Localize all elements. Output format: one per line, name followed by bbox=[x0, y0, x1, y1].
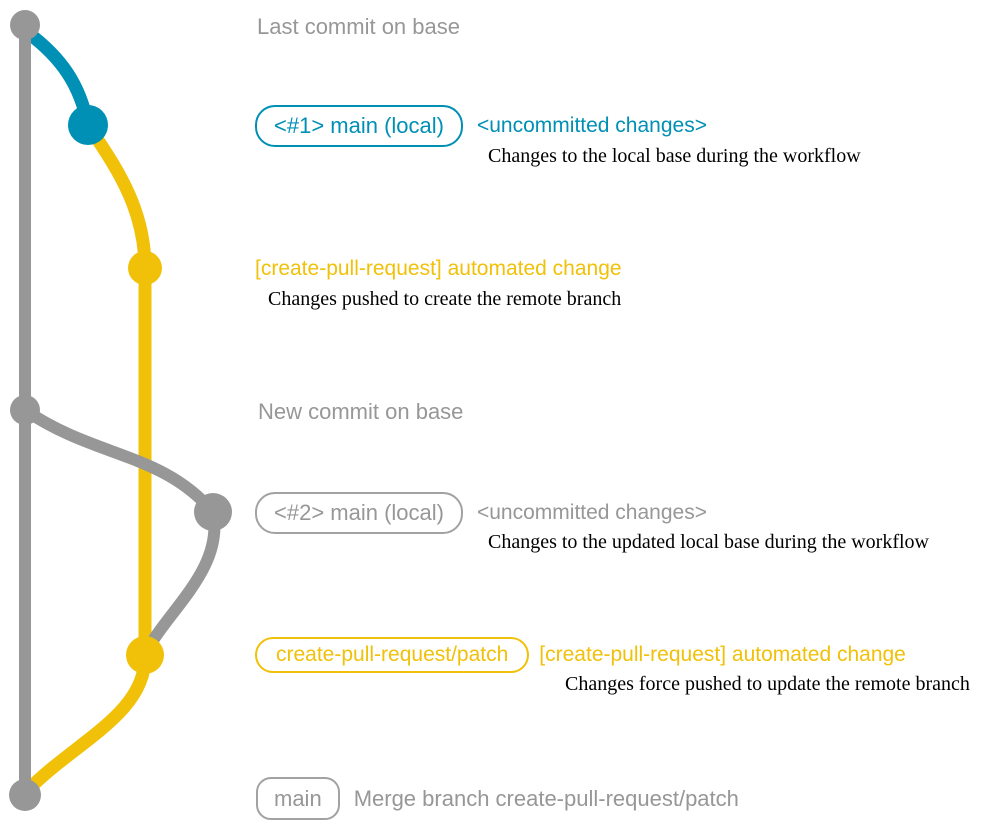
milestone-label-new-commit: New commit on base bbox=[258, 399, 464, 424]
commit-message-automated-2: [create-pull-request] automated change bbox=[539, 643, 906, 666]
commit-row-local-main-1: <#1> main (local) <uncommitted changes> bbox=[255, 105, 707, 147]
commit-dot-local-main-2 bbox=[194, 493, 232, 531]
commit-message-uncommitted-2: <uncommitted changes> bbox=[476, 501, 707, 524]
commit-row-patch-2: create-pull-request/patch [create-pull-r… bbox=[255, 637, 906, 673]
merge-into-patch-curve bbox=[140, 506, 221, 658]
commit-message-automated-1: [create-pull-request] automated change bbox=[255, 257, 622, 280]
local-main-branch-curve-2 bbox=[19, 404, 219, 518]
commit-message-merge: Merge branch create-pull-request/patch bbox=[353, 785, 739, 811]
commit-row-merge: main Merge branch create-pull-request/pa… bbox=[256, 777, 739, 820]
commit-graph bbox=[9, 10, 232, 811]
commit-dot-base-merge bbox=[9, 779, 41, 811]
commit-caption-automated-1: Changes pushed to create the remote bran… bbox=[268, 288, 622, 310]
commit-dot-patch-1 bbox=[128, 251, 162, 285]
commit-caption-uncommitted-2: Changes to the updated local base during… bbox=[488, 531, 929, 553]
branch-badge-main-local-1: <#1> main (local) bbox=[255, 105, 463, 147]
commit-dot-patch-2 bbox=[126, 636, 164, 674]
commit-caption-uncommitted-1: Changes to the local base during the wor… bbox=[488, 145, 861, 167]
milestone-label-last-commit: Last commit on base bbox=[257, 14, 460, 39]
commit-caption-automated-2: Changes force pushed to update the remot… bbox=[565, 673, 970, 695]
branch-badge-main: main bbox=[256, 777, 340, 820]
commit-dot-base-new bbox=[10, 395, 40, 425]
commit-message-uncommitted-1: <uncommitted changes> bbox=[476, 114, 707, 137]
commit-row-local-main-2: <#2> main (local) <uncommitted changes> bbox=[255, 492, 707, 534]
branch-badge-patch: create-pull-request/patch bbox=[255, 637, 530, 673]
commit-dot-base-last bbox=[10, 10, 40, 40]
commit-row-patch-1: [create-pull-request] automated change bbox=[255, 256, 622, 282]
commit-dot-local-main-1 bbox=[68, 105, 108, 145]
branch-badge-main-local-2: <#2> main (local) bbox=[255, 492, 463, 534]
